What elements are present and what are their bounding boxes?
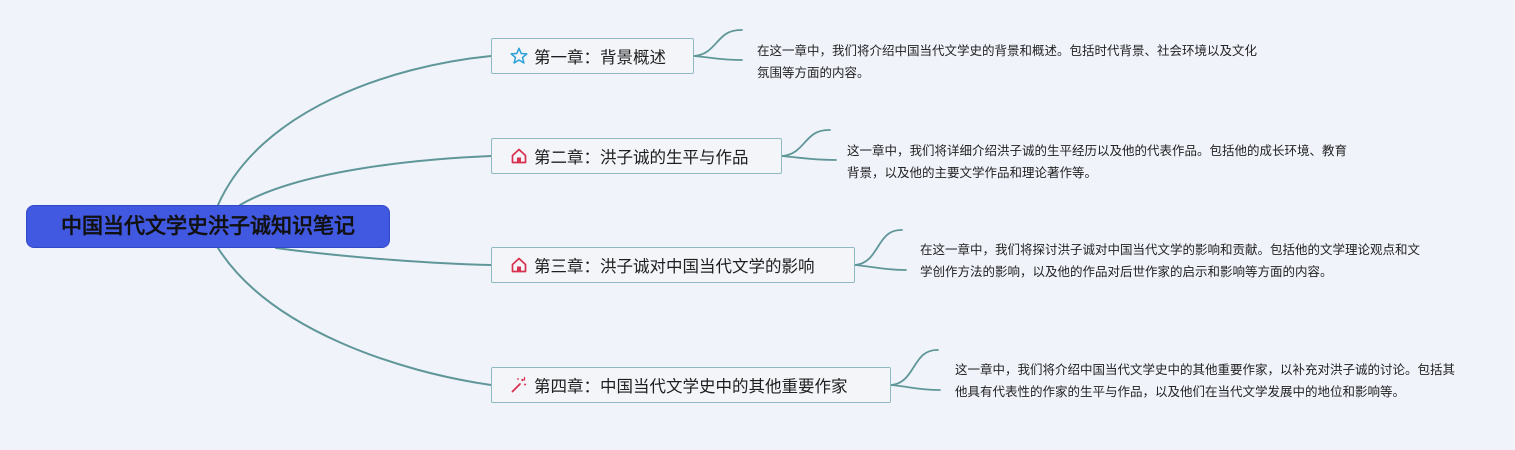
connector-root-topic-1 bbox=[217, 55, 492, 206]
topic-chapter-4-label: 第四章：中国当代文学史中的其他重要作家 bbox=[534, 377, 848, 396]
central-topic[interactable]: 中国当代文学史洪子诚知识笔记 bbox=[26, 205, 390, 248]
topic-chapter-3-label: 第三章：洪子诚对中国当代文学的影响 bbox=[534, 257, 815, 276]
connector-note-3-upper bbox=[854, 229, 903, 266]
connector-note-4-upper bbox=[890, 349, 939, 386]
connector-root-topic-4 bbox=[217, 247, 492, 386]
star-icon bbox=[510, 47, 528, 65]
connector-note-1-upper bbox=[693, 29, 743, 57]
topic-chapter-4-note: 这一章中，我们将介绍中国当代文学史中的其他重要作家，以补充对洪子诚的讨论。包括其… bbox=[955, 362, 1456, 399]
magic-wand-icon bbox=[510, 376, 528, 394]
topic-chapter-1-note: 在这一章中，我们将介绍中国当代文学史的背景和概述。包括时代背景、社会环境以及文化… bbox=[757, 43, 1258, 80]
home-icon bbox=[510, 147, 528, 165]
topic-chapter-3[interactable]: 第三章：洪子诚对中国当代文学的影响 bbox=[491, 247, 855, 283]
connector-note-2-upper bbox=[781, 129, 831, 157]
topic-chapter-1-label: 第一章：背景概述 bbox=[534, 48, 666, 67]
topic-chapter-2-note: 这一章中，我们将详细介绍洪子诚的生平经历以及他的代表作品。包括他的成长环境、教育… bbox=[847, 143, 1348, 180]
topic-chapter-3-note: 在这一章中，我们将探讨洪子诚对中国当代文学的影响和贡献。包括他的文学理论观点和文… bbox=[920, 242, 1421, 279]
topic-chapter-4[interactable]: 第四章：中国当代文学史中的其他重要作家 bbox=[491, 367, 891, 403]
connector-note-1-lower bbox=[693, 55, 743, 61]
home-icon bbox=[510, 256, 528, 274]
topic-chapter-2[interactable]: 第二章：洪子诚的生平与作品 bbox=[491, 138, 782, 174]
connector-root-topic-3 bbox=[275, 247, 492, 266]
connector-note-2-lower bbox=[781, 155, 837, 161]
connector-root-topic-2 bbox=[239, 155, 492, 206]
connector-note-3-lower bbox=[854, 264, 907, 271]
topic-chapter-2-label: 第二章：洪子诚的生平与作品 bbox=[534, 148, 749, 167]
connector-note-4-lower bbox=[890, 384, 941, 391]
topic-chapter-1[interactable]: 第一章：背景概述 bbox=[491, 38, 694, 74]
